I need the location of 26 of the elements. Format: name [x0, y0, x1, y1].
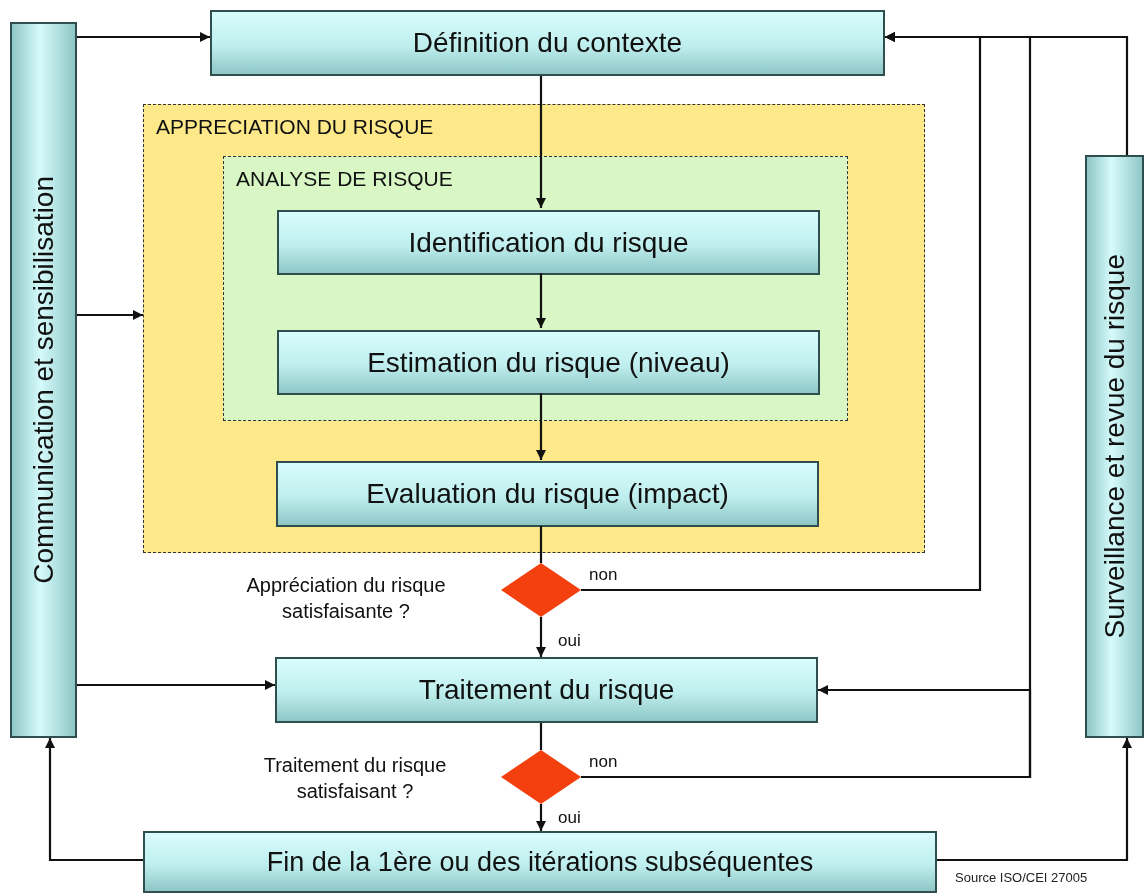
process-box: Traitement du risque: [275, 657, 818, 723]
process-box: Identification du risque: [277, 210, 820, 275]
connector-arrow: [885, 32, 1129, 155]
connector-arrow: [536, 804, 546, 831]
connector-arrow: [77, 680, 275, 690]
process-box: Définition du contexte: [210, 10, 885, 76]
process-box: Fin de la 1ère ou des itérations subséquentes: [143, 831, 937, 893]
connector-arrow: [536, 617, 546, 657]
connector-arrow: [77, 310, 143, 320]
source-note: Source ISO/CEI 27005: [955, 870, 1088, 885]
vertical-process-bar: Communication et sensibilisation: [10, 22, 77, 738]
dashed-group-box: [143, 104, 925, 553]
connector-arrow: [536, 76, 546, 208]
process-box: Evaluation du risque (impact): [276, 461, 819, 527]
group-title: ANALYSE DE RISQUE: [236, 167, 453, 191]
connector-arrow: [536, 273, 546, 328]
vertical-process-bar: Surveillance et revue du risque: [1085, 155, 1144, 738]
connector-arrow: [45, 738, 143, 862]
decision-question: Traitement du risque satisfaisant ?: [262, 753, 448, 804]
connector-arrow: [937, 738, 1132, 862]
dashed-group-box: [223, 156, 848, 421]
connector-arrow: [536, 393, 546, 460]
connector-arrow: [77, 32, 210, 42]
process-box: Estimation du risque (niveau): [277, 330, 820, 395]
group-title: APPRECIATION DU RISQUE: [156, 115, 434, 139]
decision-question: Appréciation du risque satisfaisante ?: [245, 573, 447, 624]
